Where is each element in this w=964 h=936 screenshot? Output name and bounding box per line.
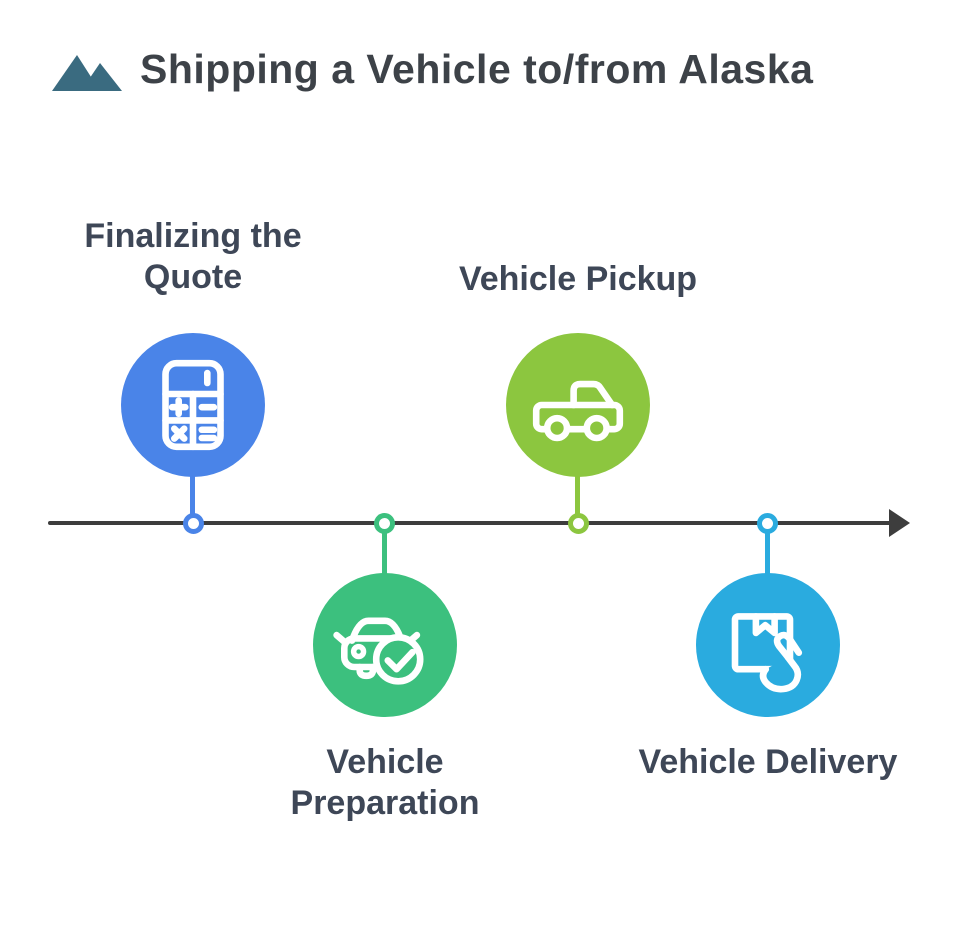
page-title: Shipping a Vehicle to/from Alaska (140, 45, 814, 92)
pickup-truck-icon (532, 380, 624, 442)
step3-circle (506, 333, 650, 477)
step-label-vehicle-delivery: Vehicle Delivery (638, 743, 898, 781)
car-check-icon (333, 617, 424, 685)
step-label-vehicle-pickup: Vehicle Pickup (458, 260, 698, 298)
step4-circle (696, 573, 840, 717)
timeline-line (48, 521, 893, 525)
step-label-vehicle-preparation: Vehicle Preparation (290, 743, 480, 822)
step2-timeline-dot (374, 513, 395, 534)
step4-timeline-dot (757, 513, 778, 534)
mountains-icon (52, 55, 122, 91)
step1-timeline-dot (183, 513, 204, 534)
step2-circle (313, 573, 457, 717)
step1-circle (121, 333, 265, 477)
step3-timeline-dot (568, 513, 589, 534)
step-label-finalizing-quote: Finalizing the Quote (84, 217, 302, 296)
step2-connector (382, 528, 387, 576)
timeline-arrow-icon (889, 509, 910, 537)
step3-connector (575, 474, 580, 518)
step1-connector (190, 474, 195, 518)
calculator-icon (162, 359, 224, 451)
header: Shipping a Vehicle to/from Alaska (50, 44, 813, 94)
step4-connector (765, 528, 770, 576)
package-hand-icon (731, 613, 803, 693)
